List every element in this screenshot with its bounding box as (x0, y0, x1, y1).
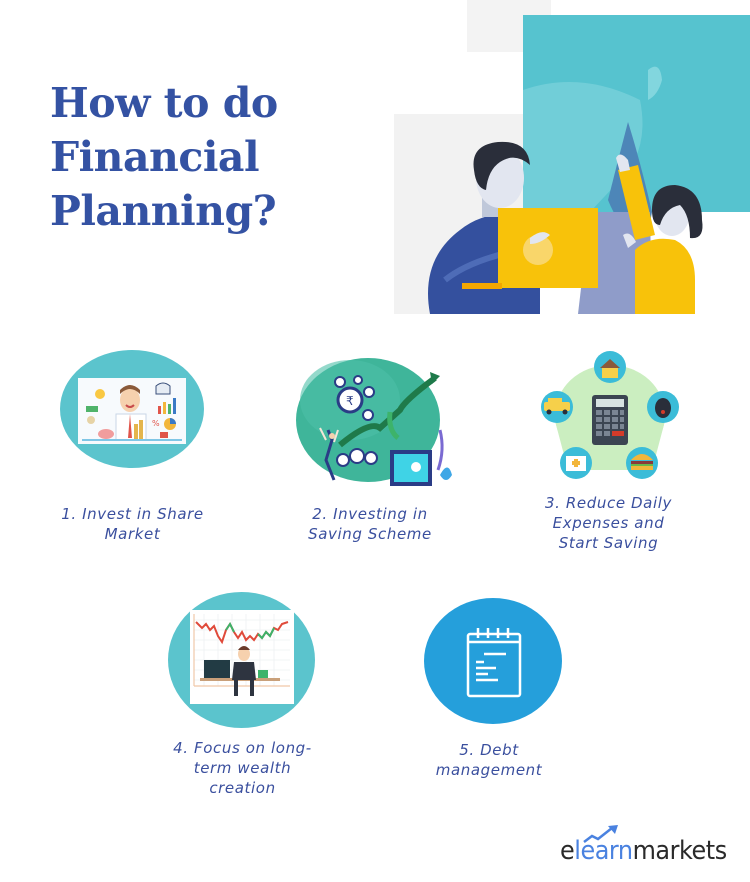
people-teamwork-icon (394, 0, 750, 314)
hero-illustration (390, 0, 750, 320)
brand-part-markets: markets (632, 836, 728, 866)
step-2-saving-scheme: ₹ 2. Investing in Saving Scheme (290, 350, 460, 550)
brand-part-e: e (560, 836, 575, 866)
expenses-calculator-icon (541, 351, 679, 479)
step-4-long-term-wealth: 4. Focus on long- term wealth creation (168, 592, 328, 802)
title-line-2: Financial (50, 133, 260, 181)
step-5-circle (424, 598, 562, 724)
step-4-label: 4. Focus on long- term wealth creation (173, 739, 312, 797)
step-3-label: 3. Reduce Daily Expenses and Start Savin… (545, 494, 672, 552)
step-5-label: 5. Debt management (435, 741, 543, 779)
step-3-reduce-expenses: 3. Reduce Daily Expenses and Start Savin… (530, 350, 690, 560)
saving-scheme-illustration-icon: ₹ (296, 358, 452, 486)
svg-text:%: % (152, 419, 160, 428)
trend-arrow-icon (583, 825, 618, 843)
brand-part-learn: learn (574, 836, 633, 866)
step-1-invest-share-market: % 1. Invest in Share Market (60, 350, 210, 550)
investor-illustration-icon: % (78, 378, 186, 444)
title-line-1: How to do (50, 79, 278, 127)
notepad-icon (466, 628, 522, 698)
trader-chart-illustration-icon (190, 610, 294, 704)
step-2-label: 2. Investing in Saving Scheme (308, 505, 432, 543)
step-1-label: 1. Invest in Share Market (61, 505, 204, 543)
title-line-3: Planning? (50, 187, 277, 235)
step-5-debt-management: 5. Debt management (424, 598, 564, 788)
page-title: How to do Financial Planning? (50, 76, 278, 238)
svg-text:₹: ₹ (346, 394, 354, 408)
elearnmarkets-logo: elearnmarkets (560, 825, 730, 870)
